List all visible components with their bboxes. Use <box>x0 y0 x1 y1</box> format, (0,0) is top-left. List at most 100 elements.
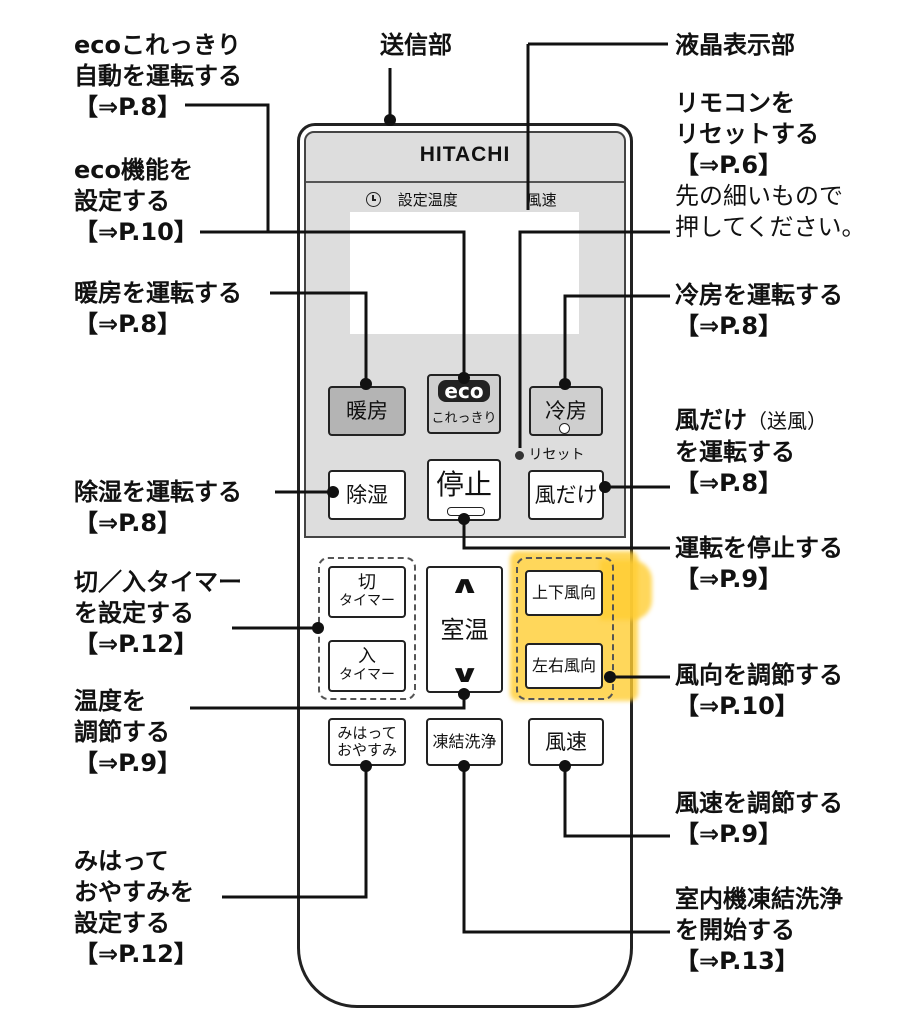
heat-button[interactable]: 暖房 <box>328 386 406 436</box>
callout-line: おやすみを <box>74 878 194 906</box>
page-ref: 【⇒P.12】 <box>74 630 198 658</box>
on-timer-sub: タイマー <box>339 667 395 683</box>
callout-line: 設定する <box>74 187 170 215</box>
callout-line: 温度を <box>74 687 146 715</box>
page-ref: 【⇒P.10】 <box>675 692 799 720</box>
highlight-tail <box>600 560 652 620</box>
off-timer-button[interactable]: 切 タイマー <box>328 566 406 618</box>
page-ref: 【⇒P.12】 <box>74 940 198 968</box>
marker <box>458 688 470 700</box>
page-ref: 【⇒P.8】 <box>74 310 182 338</box>
horizontal-direction-button[interactable]: 左右風向 <box>525 643 603 689</box>
callout-line: 送信部 <box>380 31 452 59</box>
callout-line: 風だけ <box>675 406 747 434</box>
callout-fan-speed: 風速を調節する 【⇒P.9】 <box>675 788 843 850</box>
chevron-down-icon[interactable]: ∨ <box>448 660 481 688</box>
callout-note: 先の細いもので <box>675 182 843 210</box>
callout-heat: 暖房を運転する 【⇒P.8】 <box>74 278 242 340</box>
room-temp-label: 室温 <box>440 615 489 644</box>
marker <box>458 372 470 384</box>
brand-bar: HITACHI <box>306 133 624 183</box>
sleep-button[interactable]: みはって おやすみ <box>328 718 406 766</box>
callout-line: 液晶表示部 <box>675 31 795 59</box>
callout-line: 自動を運転する <box>74 62 242 90</box>
callout-line: ecoこれっきり <box>74 31 241 59</box>
callout-temp: 温度を 調節する 【⇒P.9】 <box>74 686 181 779</box>
leader-reset <box>518 230 670 448</box>
page-ref: 【⇒P.9】 <box>675 565 783 593</box>
page-ref: 【⇒P.9】 <box>675 820 783 848</box>
on-timer-label: 入 <box>358 646 376 667</box>
temp-rocker[interactable]: ∧ 室温 ∨ <box>426 566 503 693</box>
leader-temp <box>190 694 466 710</box>
callout-dehumid: 除湿を運転する 【⇒P.8】 <box>74 477 242 539</box>
fan-only-button[interactable]: 風だけ <box>528 470 604 520</box>
marker <box>384 114 396 126</box>
page-ref: 【⇒P.8】 <box>675 469 783 497</box>
callout-transmitter: 送信部 <box>380 30 452 61</box>
eco-logo: eco <box>438 380 490 402</box>
callout-line: みはって <box>74 847 169 875</box>
callout-line: を開始する <box>675 916 795 944</box>
callout-line: 調節する <box>74 718 170 746</box>
page-ref: 【⇒P.8】 <box>74 509 182 537</box>
marker <box>360 378 372 390</box>
callout-line: 室内機凍結洗浄 <box>675 885 843 913</box>
page-ref: 【⇒P.6】 <box>675 151 783 179</box>
callout-sleep: みはって おやすみを 設定する 【⇒P.12】 <box>74 846 198 970</box>
callout-line: 運転を停止する <box>675 534 843 562</box>
off-timer-label: 切 <box>358 572 376 593</box>
callout-line: 暖房を運転する <box>74 279 242 307</box>
leader-sleep <box>222 766 368 899</box>
callout-lcd: 液晶表示部 <box>675 30 795 61</box>
reset-hole[interactable] <box>515 451 524 460</box>
direction-group <box>516 557 614 700</box>
marker <box>327 486 339 498</box>
freeze-wash-button[interactable]: 凍結洗浄 <box>426 718 503 766</box>
callout-reset: リモコンを リセットする 【⇒P.6】 先の細いもので 押してください。 <box>675 88 866 243</box>
callout-line-normal: （送風） <box>747 409 827 433</box>
lcd-label-temp: 設定温度 <box>397 191 458 209</box>
reset-label: リセット <box>515 444 584 464</box>
fan-speed-button[interactable]: 風速 <box>528 718 604 766</box>
callout-eco-set: eco機能を 設定する 【⇒P.10】 <box>74 155 198 248</box>
marker-open <box>559 423 570 434</box>
page-ref: 【⇒P.13】 <box>675 947 799 975</box>
on-timer-button[interactable]: 入 タイマー <box>328 640 406 692</box>
callout-line: 風速を調節する <box>675 789 843 817</box>
marker <box>604 671 616 683</box>
leader-cool <box>563 294 670 384</box>
callout-cool: 冷房を運転する 【⇒P.8】 <box>675 280 843 342</box>
sleep-label-1: みはって <box>337 724 397 742</box>
dehumid-button[interactable]: 除湿 <box>328 470 406 520</box>
callout-line: を設定する <box>74 599 194 627</box>
marker <box>458 760 470 772</box>
chevron-up-icon[interactable]: ∧ <box>448 571 481 599</box>
callout-line: eco機能を <box>74 156 193 184</box>
leader-freeze-wash <box>462 766 670 934</box>
leader-heat <box>270 291 368 384</box>
callout-line: を運転する <box>675 438 795 466</box>
callout-line: リモコンを <box>675 89 795 117</box>
brand-logo: HITACHI <box>419 143 511 166</box>
page-ref: 【⇒P.10】 <box>74 218 198 246</box>
clock-icon <box>366 192 381 207</box>
lcd-labels: 設定温度 風速 <box>366 189 557 210</box>
leader-stop <box>462 519 670 550</box>
lcd-label-fan: 風速 <box>526 191 557 209</box>
leader-fan-speed <box>563 766 670 838</box>
vertical-direction-button[interactable]: 上下風向 <box>525 570 603 616</box>
callout-line: 設定する <box>74 909 170 937</box>
callout-stop: 運転を停止する 【⇒P.9】 <box>675 533 843 595</box>
sleep-label-2: おやすみ <box>336 741 397 759</box>
callout-direction: 風向を調節する 【⇒P.10】 <box>675 660 843 722</box>
page-ref: 【⇒P.9】 <box>74 749 182 777</box>
page-ref: 【⇒P.8】 <box>74 93 182 121</box>
eco-button[interactable]: eco これっきり <box>427 374 501 434</box>
callout-line: 除湿を運転する <box>74 478 242 506</box>
page-ref: 【⇒P.8】 <box>675 312 783 340</box>
reset-text: リセット <box>528 447 585 463</box>
marker <box>599 481 611 493</box>
eco-sub-label: これっきり <box>431 411 497 426</box>
